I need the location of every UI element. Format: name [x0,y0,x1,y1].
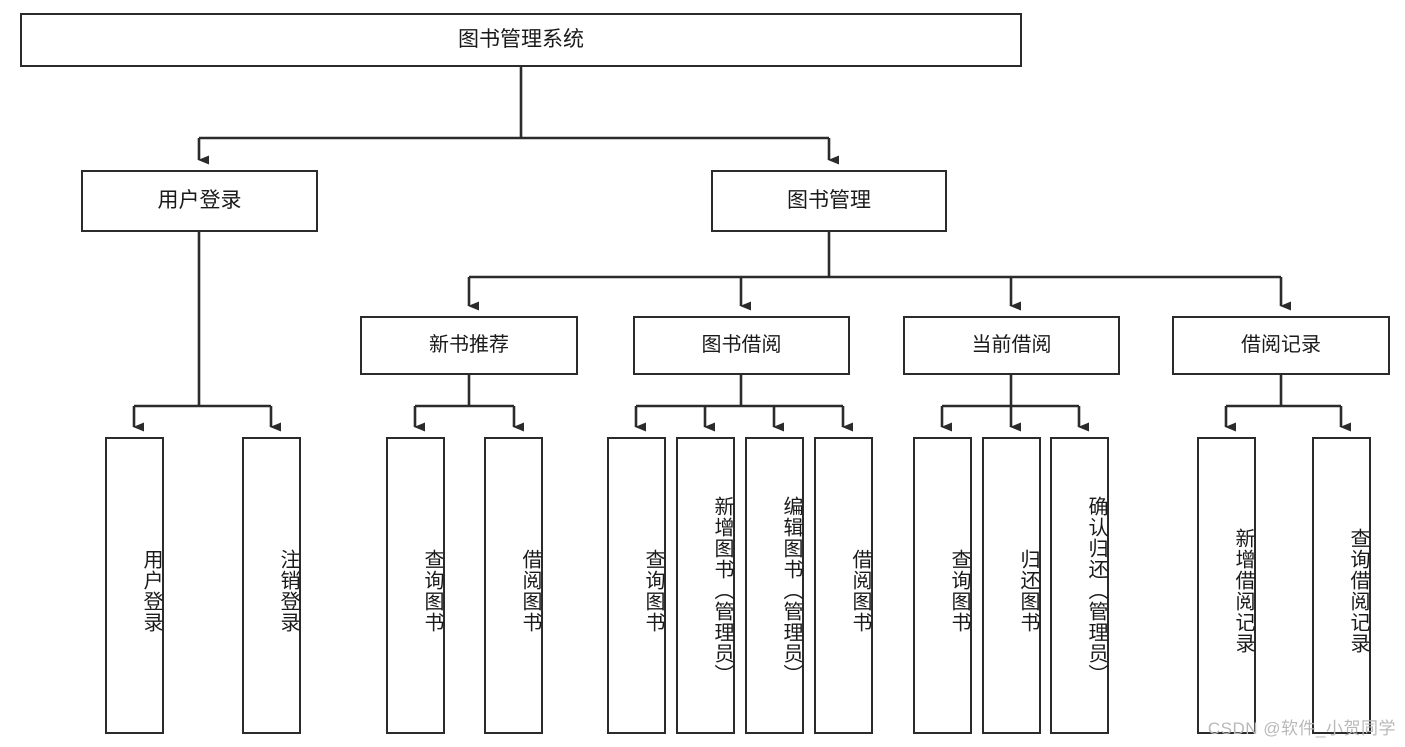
leaf-query-books-current[interactable]: 查询图书 [913,437,972,734]
node-label: 借阅图书 [849,548,871,633]
node-label: 用户登录 [140,548,162,633]
edge-group-book-borrow [634,375,853,432]
node-label: 注销登录 [277,548,299,633]
edge-group-borrow-records [1224,375,1351,432]
csdn-watermark: CSDN @软件_小贺同学 [1207,719,1396,738]
node-label: 用户登录 [157,188,242,212]
leaf-confirm-return-admin[interactable]: 确认归还（管理员） [1050,437,1109,734]
node-label: 新增图书（管理员） [711,496,733,685]
leaf-add-book-admin[interactable]: 新增图书（管理员） [676,437,735,734]
leaf-query-books-recommend[interactable]: 查询图书 [386,437,445,734]
node-new-book-recommend[interactable]: 新书推荐 [360,316,578,375]
leaf-borrow-books-recommend[interactable]: 借阅图书 [484,437,543,734]
node-label: 归还图书 [1017,548,1039,633]
node-label: 查询借阅记录 [1347,527,1369,654]
edge-group-new-book [413,375,524,432]
node-root-book-management-system[interactable]: 图书管理系统 [20,13,1022,67]
node-book-borrow[interactable]: 图书借阅 [633,316,850,375]
node-label: 确认归还（管理员） [1085,496,1107,685]
node-label: 借阅图书 [519,548,541,633]
node-label: 查询图书 [421,548,443,633]
node-label: 编辑图书（管理员） [780,496,802,685]
leaf-logout[interactable]: 注销登录 [242,437,301,734]
leaf-edit-book-admin[interactable]: 编辑图书（管理员） [745,437,804,734]
leaf-query-books-borrow[interactable]: 查询图书 [607,437,666,734]
edge-group-current-borrow [940,375,1089,432]
node-borrow-records[interactable]: 借阅记录 [1172,316,1390,375]
node-label: 当前借阅 [971,333,1052,356]
edge-group-root [197,67,839,165]
leaf-query-borrow-record[interactable]: 查询借阅记录 [1312,437,1371,734]
node-label: 新书推荐 [429,333,509,356]
node-label: 图书借阅 [701,333,782,356]
leaf-borrow-books[interactable]: 借阅图书 [814,437,873,734]
leaf-add-borrow-record[interactable]: 新增借阅记录 [1197,437,1256,734]
leaf-return-books[interactable]: 归还图书 [982,437,1041,734]
node-label: 图书管理系统 [458,27,584,51]
node-current-borrow[interactable]: 当前借阅 [903,316,1120,375]
node-label: 借阅记录 [1241,333,1321,356]
leaf-user-login[interactable]: 用户登录 [105,437,164,734]
node-book-management[interactable]: 图书管理 [711,170,947,232]
node-label: 图书管理 [787,188,871,212]
node-label: 新增借阅记录 [1232,527,1254,654]
edge-group-book-manage [467,232,1291,311]
node-label: 查询图书 [642,548,664,633]
edge-group-user-login [132,232,281,432]
node-user-login[interactable]: 用户登录 [81,170,318,232]
node-label: 查询图书 [948,548,970,633]
